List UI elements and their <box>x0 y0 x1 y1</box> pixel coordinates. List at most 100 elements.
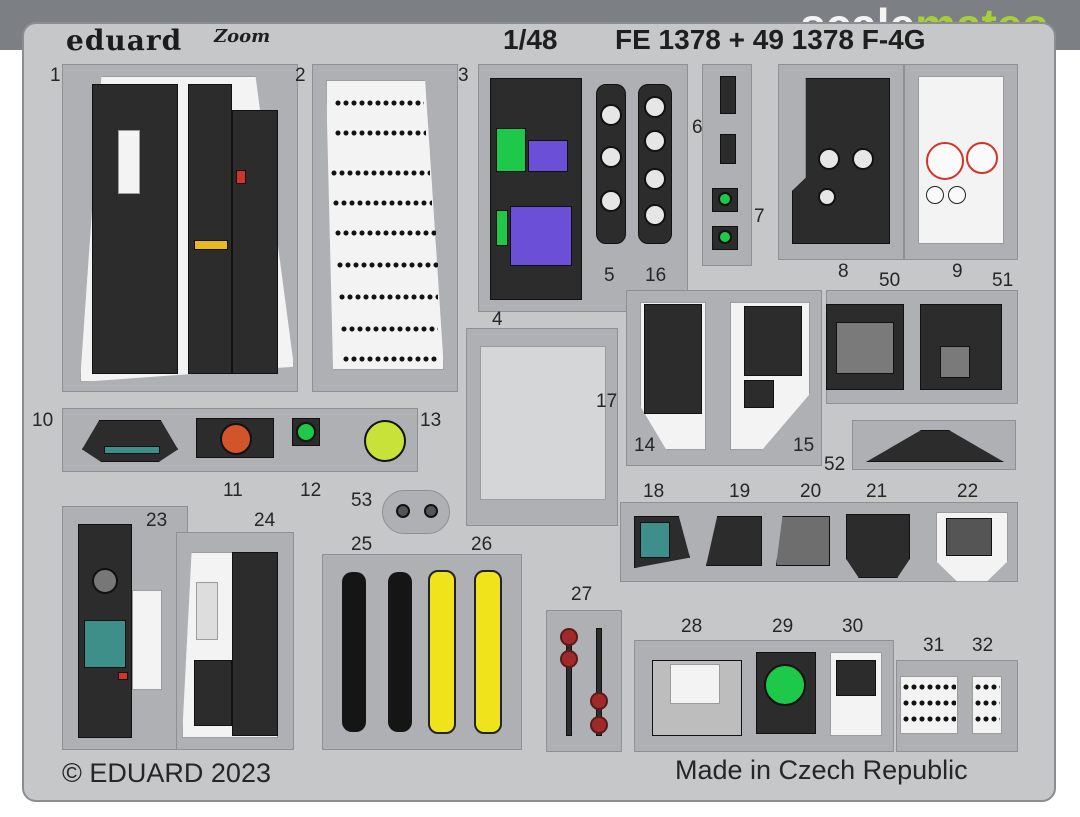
part-5-gauge <box>600 104 622 126</box>
part-number: 32 <box>972 635 994 656</box>
part-8-instrument-panel <box>792 78 890 244</box>
part-23-knob <box>92 568 118 594</box>
part-number: 28 <box>681 616 703 637</box>
part-27-red-knob <box>560 650 578 668</box>
part-50-mfd-screen <box>836 322 894 374</box>
eduard-logo: eduard <box>66 24 183 57</box>
part-51-mfd-screen <box>940 346 970 378</box>
part-27-red-knob <box>590 716 608 734</box>
part-number: 14 <box>634 435 656 456</box>
part-6-strip-top <box>720 76 736 114</box>
part-number: 20 <box>800 481 822 502</box>
part-number: 50 <box>879 270 901 291</box>
part-15-switches <box>744 306 802 376</box>
part-number: 11 <box>223 480 243 501</box>
part-21-panel <box>846 514 910 578</box>
part-5-gauge <box>600 146 622 168</box>
part-number: 26 <box>471 534 493 555</box>
part-2-placard-rows <box>342 356 438 362</box>
part-25-handle <box>388 572 412 732</box>
part-8-gauge <box>818 148 840 170</box>
part-4-instrument-panel <box>490 78 582 300</box>
part-7-green-lamp <box>718 230 732 244</box>
part-1-mid-console <box>188 84 232 374</box>
part-31-placard-rows <box>902 684 956 690</box>
part-2-placard-rows <box>334 230 436 236</box>
part-53-frame <box>382 490 450 534</box>
part-number: 4 <box>492 309 503 330</box>
part-14-switches <box>644 304 702 414</box>
part-10-teal-keys <box>104 446 160 454</box>
part-23-teal-keys <box>84 620 126 668</box>
part-1-gauge-strip <box>118 130 140 194</box>
part-22-switches <box>946 518 992 556</box>
part-7-green-lamp <box>718 192 732 206</box>
part-number: 10 <box>32 410 54 431</box>
part-number: 29 <box>772 616 794 637</box>
part-2-placard-rows <box>332 200 432 206</box>
part-1-left-console <box>92 84 178 374</box>
part-number: 9 <box>952 261 963 282</box>
part-23-red-lamp <box>118 672 128 680</box>
part-9-gauge-large <box>926 142 964 180</box>
part-2-placard-rows <box>334 130 426 136</box>
set-code: FE 1378 + 49 1378 F-4G <box>615 24 926 55</box>
part-27-frame <box>546 610 622 752</box>
part-number: 30 <box>842 616 864 637</box>
part-number: 31 <box>923 635 945 656</box>
part-2-placard-rows <box>330 170 430 176</box>
part-27-red-knob <box>590 692 608 710</box>
part-26-handle <box>474 570 502 734</box>
part-24-lower-console <box>194 660 232 726</box>
part-number: 6 <box>692 117 703 138</box>
part-9-gauge-large <box>966 142 998 174</box>
part-4-purple-screen-big <box>510 206 572 266</box>
part-number: 23 <box>146 510 168 531</box>
part-10-console <box>82 420 178 462</box>
part-number: 12 <box>300 480 322 501</box>
part-number: 27 <box>571 584 593 605</box>
part-31-placard-rows <box>902 716 956 722</box>
part-15-square <box>744 380 774 408</box>
part-24-console <box>232 552 278 736</box>
part-number: 25 <box>351 534 373 555</box>
part-32-placard-rows <box>974 700 1000 706</box>
part-12-green-dial <box>296 422 316 442</box>
part-53-knob <box>424 504 438 518</box>
part-2-placard-rows <box>338 294 438 300</box>
part-2-placard-rows <box>340 326 438 332</box>
part-number: 18 <box>643 481 665 502</box>
part-number: 13 <box>420 410 442 431</box>
part-8-gauge <box>818 188 836 206</box>
part-4-green-screen <box>496 128 526 172</box>
part-53-knob <box>396 504 410 518</box>
part-2-placard-rows <box>336 262 438 268</box>
part-number: 22 <box>957 481 979 502</box>
part-32-placard-rows <box>974 684 1000 690</box>
part-9-gauge <box>926 186 944 204</box>
part-number: 15 <box>793 435 815 456</box>
part-number: 19 <box>729 481 751 502</box>
scale-label: 1/48 <box>503 24 558 55</box>
copyright-text: © EDUARD 2023 <box>62 758 271 788</box>
part-23-side-panel <box>132 590 162 690</box>
part-number: 2 <box>295 65 306 86</box>
part-number: 52 <box>824 454 846 475</box>
part-number: 7 <box>754 206 765 227</box>
part-24-gauge-strip <box>196 582 218 640</box>
part-5-gauge <box>600 190 622 212</box>
part-number: 8 <box>838 261 849 282</box>
part-1-right-console <box>232 110 278 374</box>
part-28-screen <box>670 664 720 704</box>
zoom-logo: Zoom <box>214 26 271 47</box>
part-number: 51 <box>992 270 1014 291</box>
part-number: 1 <box>50 65 61 86</box>
part-18-teal-keys <box>640 522 670 558</box>
part-26-handle <box>428 570 456 734</box>
part-29-radar-scope <box>764 664 806 706</box>
part-25-handle <box>342 572 366 732</box>
part-16-gauge <box>644 96 666 118</box>
part-16-gauge <box>644 130 666 152</box>
part-number: 24 <box>254 510 276 531</box>
